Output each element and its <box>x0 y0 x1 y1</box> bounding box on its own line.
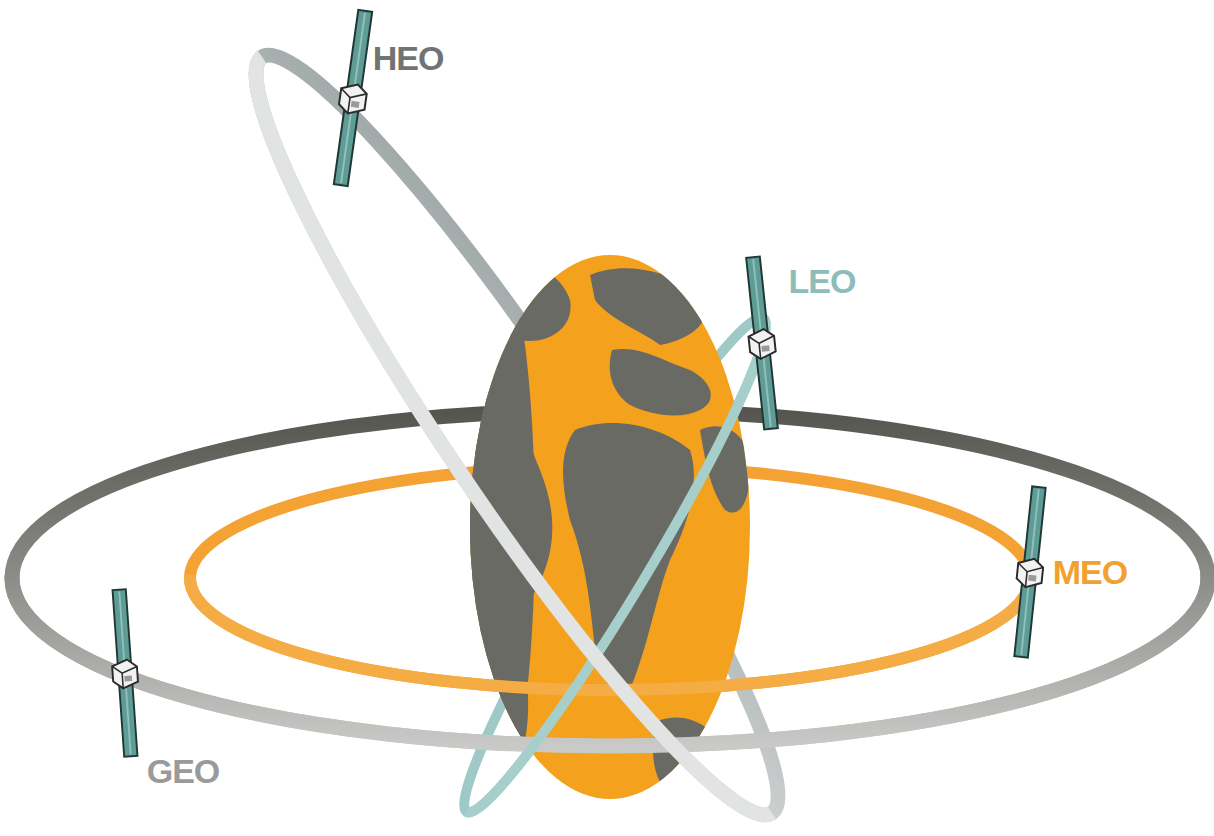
label-holder: LEO <box>789 264 856 298</box>
heo-orbit <box>206 19 829 836</box>
orbit-label: GEO <box>147 754 220 788</box>
satellites <box>107 9 1052 757</box>
heo-orbit-front <box>206 19 829 836</box>
geo-orbit-front <box>12 575 1208 746</box>
heo-satellite <box>328 9 378 187</box>
leo-satellite <box>740 256 783 430</box>
orbits-front <box>12 19 1208 836</box>
label-holder: HEO <box>373 41 444 75</box>
leo-orbit-front <box>439 302 791 829</box>
geo-orbit <box>12 410 1208 746</box>
label-holder: MEO <box>1053 555 1127 589</box>
label-holder: GEO <box>147 754 220 788</box>
meo-satellite <box>1009 486 1052 658</box>
orbit-label: LEO <box>789 264 856 298</box>
orbit-label: HEO <box>373 41 444 75</box>
orbit-label: MEO <box>1053 555 1127 589</box>
geo-satellite <box>107 589 143 758</box>
orbits-back <box>12 19 1208 836</box>
